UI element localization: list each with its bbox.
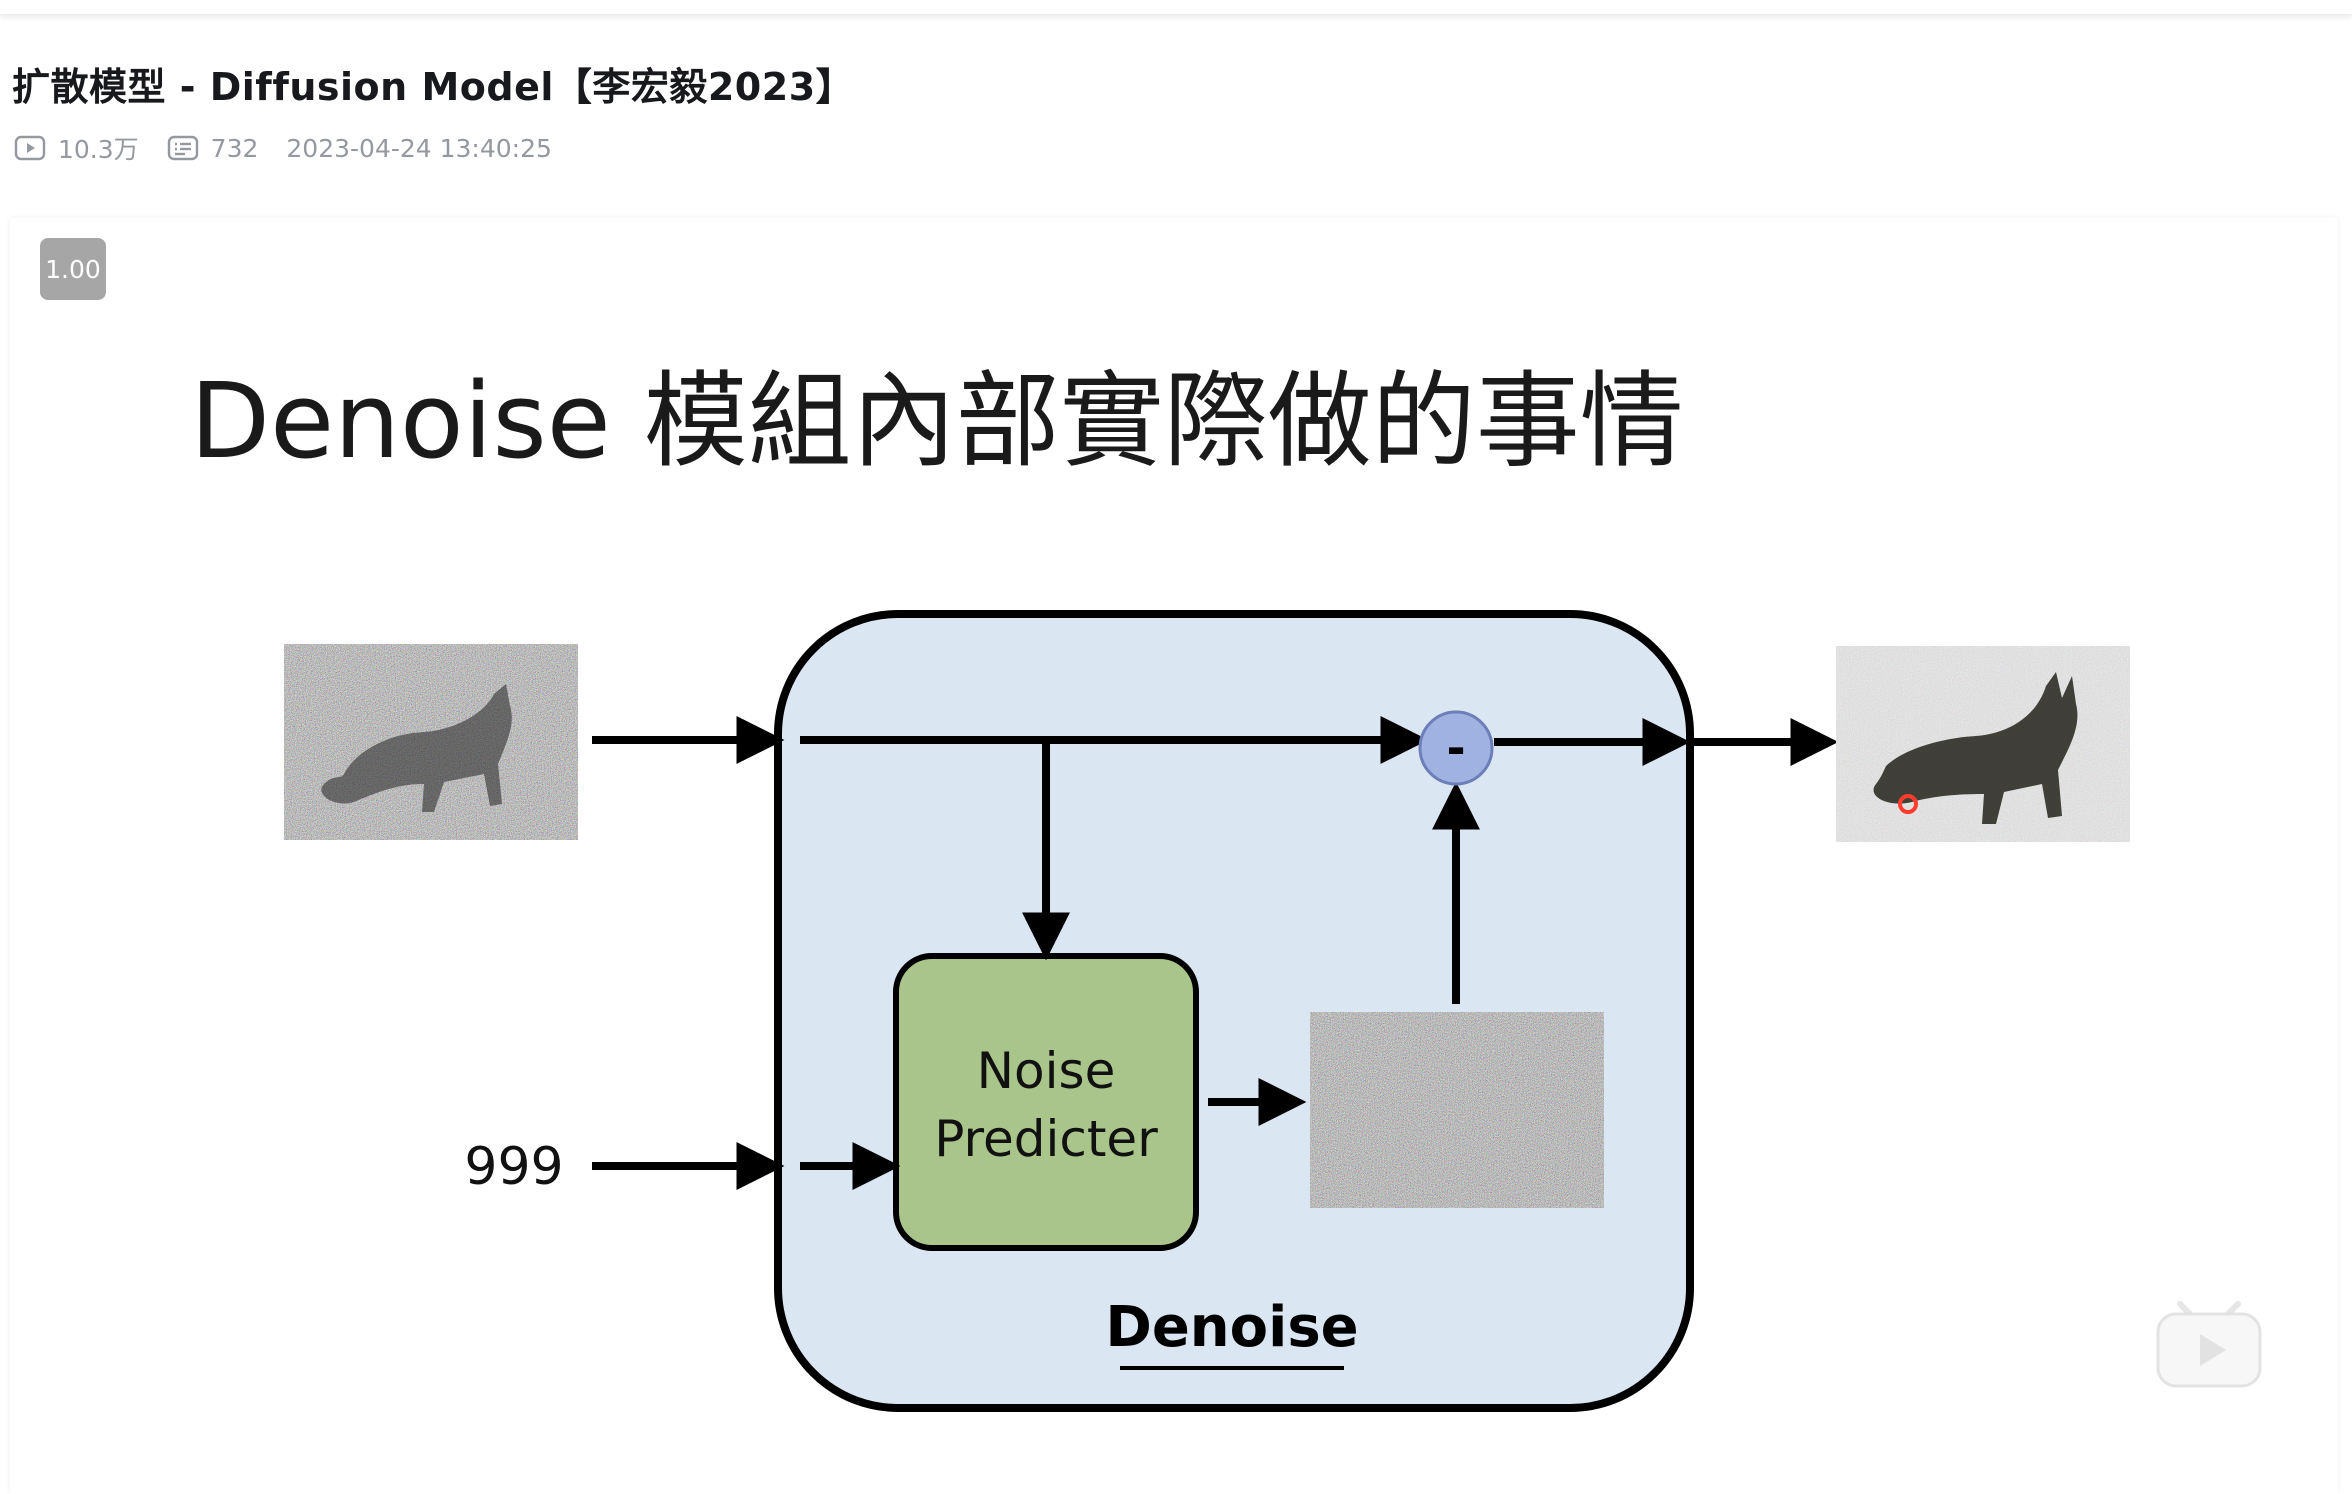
play-count-icon [14, 135, 46, 161]
denoised-output-image [1836, 646, 2130, 842]
noisy-input-image [284, 644, 578, 840]
playback-speed-badge[interactable]: 1.00 [40, 238, 106, 300]
step-number: 999 [464, 1137, 563, 1197]
publish-date: 2023-04-24 13:40:25 [286, 133, 552, 163]
subtract-operator-label: - [1446, 721, 1465, 775]
predicted-noise-image [1310, 1012, 1604, 1208]
bilibili-play-button[interactable] [2150, 1288, 2268, 1392]
video-title: 扩散模型 - Diffusion Model【李宏毅2023】 [12, 65, 855, 109]
danmaku-icon [167, 135, 198, 161]
module-label: Denoise [1105, 1295, 1358, 1360]
video-player[interactable]: 1.00 Denoise 模組內部實際做的事情 - Noise Predicte… [10, 218, 2338, 1494]
subtract-operator-circle [1418, 710, 1494, 786]
video-meta: 10.3万 732 2023-04-24 13:40:25 [14, 130, 580, 166]
predicter-label-line1: Noise [977, 1042, 1116, 1100]
views-count: 10.3万 [58, 135, 139, 164]
cursor-indicator [1898, 794, 1918, 814]
views-stat: 10.3万 [14, 130, 139, 166]
danmaku-stat: 732 [167, 133, 259, 163]
predicter-label-line2: Predicter [934, 1110, 1158, 1168]
danmaku-count: 732 [210, 133, 259, 163]
top-nav-bar [0, 0, 2352, 15]
denoise-diagram: - Noise Predicter 999 Denoise [464, 610, 1839, 1412]
slide-title: Denoise 模組內部實際做的事情 [190, 360, 1684, 482]
noise-predicter-box [893, 953, 1199, 1251]
bilibili-play-icon [2156, 1301, 2262, 1388]
